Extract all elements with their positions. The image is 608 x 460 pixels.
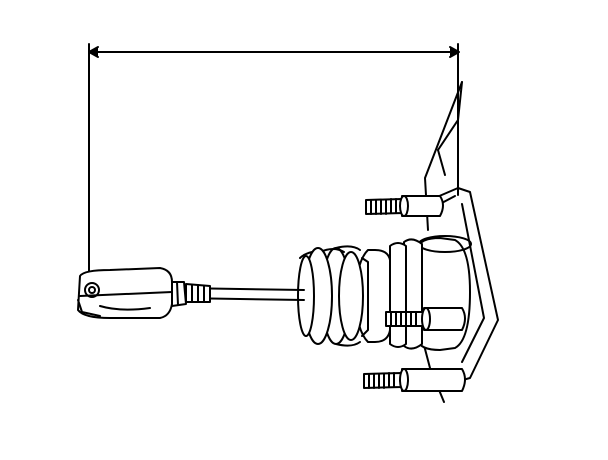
actuator-rod xyxy=(179,283,305,303)
actuator-housing xyxy=(389,235,472,351)
diaphragm-boot xyxy=(297,245,391,347)
clevis xyxy=(77,267,173,319)
mounting-stud-middle xyxy=(385,307,466,331)
mounting-stud-upper xyxy=(365,195,444,217)
mounting-stud-lower xyxy=(363,368,466,392)
